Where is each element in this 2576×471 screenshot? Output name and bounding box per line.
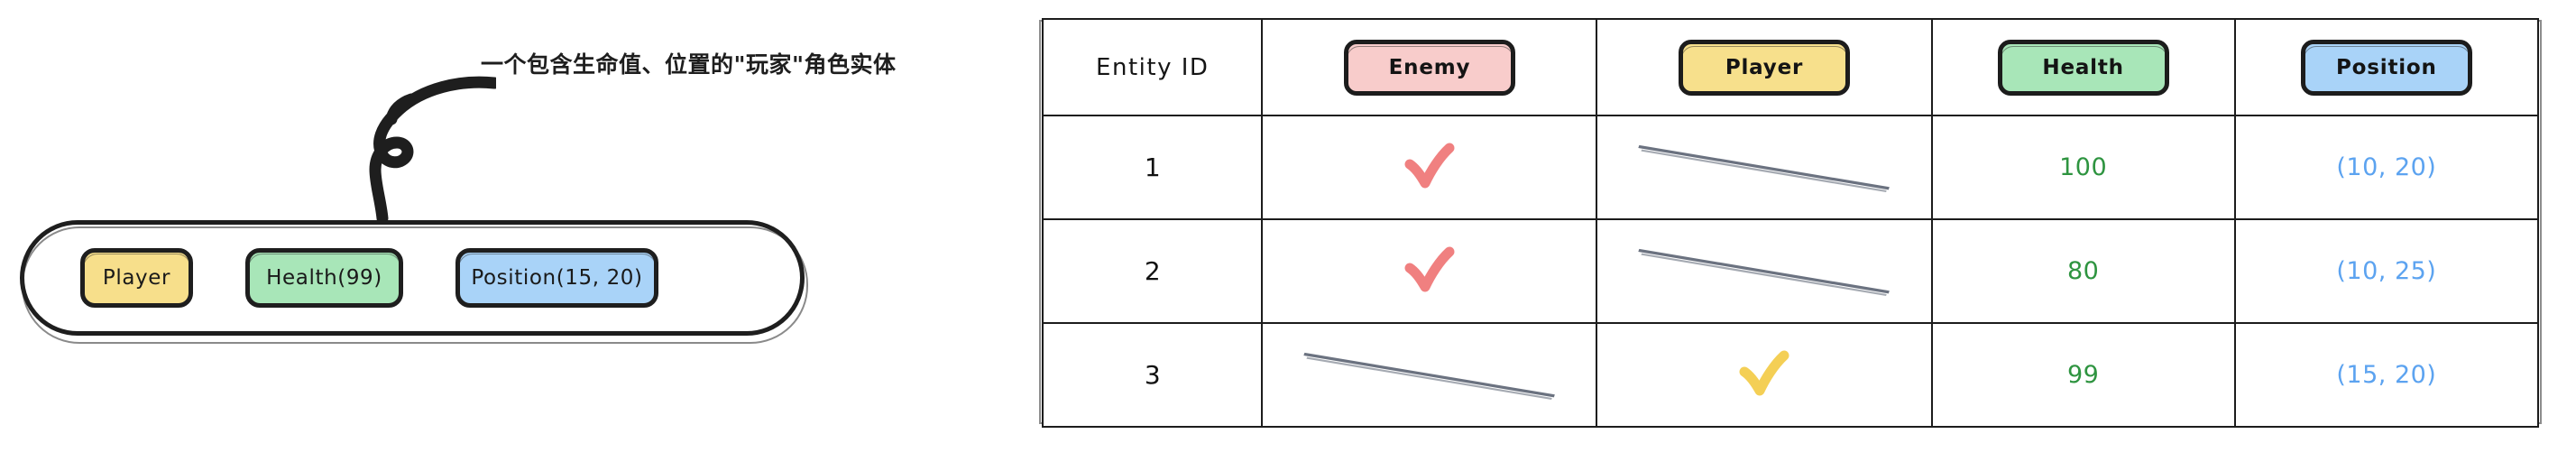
entity-component-table: Entity ID Enemy Player Health bbox=[1041, 18, 2540, 428]
diagonal-dash-icon bbox=[1638, 248, 1891, 296]
table-row: 2 80 (10, 25) bbox=[1041, 218, 2540, 324]
annotation-label: 一个包含生命值、位置的"玩家"角色实体 bbox=[481, 51, 897, 78]
curved-arrow-icon bbox=[369, 76, 496, 225]
diagonal-dash-icon bbox=[1303, 352, 1556, 400]
column-header-player-pill[interactable]: Player bbox=[1678, 39, 1850, 96]
column-header-entity-id-label: Entity ID bbox=[1096, 53, 1210, 81]
cell-entity-id-value: 1 bbox=[1144, 152, 1161, 182]
cell-position: (10, 20) bbox=[2233, 115, 2540, 220]
column-header-health: Health bbox=[1930, 18, 2236, 116]
column-header-position-label: Position bbox=[2336, 55, 2437, 79]
table-row: 3 99 (15, 20) bbox=[1041, 322, 2540, 428]
column-header-entity-id: Entity ID bbox=[1041, 18, 1264, 116]
column-header-enemy-label: Enemy bbox=[1388, 55, 1471, 79]
column-header-health-pill[interactable]: Health bbox=[1997, 39, 2169, 96]
cell-health: 99 bbox=[1930, 322, 2236, 428]
cell-health: 100 bbox=[1930, 115, 2236, 220]
entity-component-table-panel: Entity ID Enemy Player Health bbox=[1039, 18, 2542, 428]
cell-entity-id-value: 2 bbox=[1144, 256, 1161, 286]
cell-player-flag[interactable] bbox=[1596, 115, 1933, 220]
column-header-player: Player bbox=[1596, 18, 1933, 116]
cell-position: (10, 25) bbox=[2233, 218, 2540, 324]
cell-entity-id-value: 3 bbox=[1144, 360, 1161, 390]
entity-diagram-panel: 一个包含生命值、位置的"玩家"角色实体 Player Health(99) Po… bbox=[0, 0, 992, 471]
component-pill-player-label: Player bbox=[102, 266, 171, 290]
table-row: 1 100 (10, 20) bbox=[1041, 115, 2540, 220]
table-body: 1 100 (10, 20) 2 80 (10, 25) 3 99 (15, 20) bbox=[1041, 115, 2540, 428]
column-header-enemy-pill[interactable]: Enemy bbox=[1343, 39, 1515, 96]
cell-enemy-flag[interactable] bbox=[1261, 115, 1598, 220]
player-entity-container: Player Health(99) Position(15, 20) bbox=[20, 220, 808, 344]
column-header-position: Position bbox=[2233, 18, 2540, 116]
cell-health: 80 bbox=[1930, 218, 2236, 324]
component-pill-position[interactable]: Position(15, 20) bbox=[455, 248, 658, 308]
column-header-player-label: Player bbox=[1725, 55, 1804, 79]
cell-player-flag[interactable] bbox=[1596, 322, 1933, 428]
cell-health-value: 99 bbox=[2066, 361, 2100, 389]
table-header-row: Entity ID Enemy Player Health bbox=[1041, 18, 2540, 116]
cell-player-flag[interactable] bbox=[1596, 218, 1933, 324]
component-pill-health-label: Health(99) bbox=[266, 266, 382, 290]
cell-position-value: (10, 25) bbox=[2336, 257, 2437, 285]
cell-position: (15, 20) bbox=[2233, 322, 2540, 428]
cell-entity-id: 2 bbox=[1041, 218, 1264, 324]
component-pill-position-label: Position(15, 20) bbox=[471, 266, 643, 290]
column-header-enemy: Enemy bbox=[1261, 18, 1598, 116]
cell-enemy-flag[interactable] bbox=[1261, 218, 1598, 324]
check-icon bbox=[1404, 246, 1455, 291]
cell-enemy-flag[interactable] bbox=[1261, 322, 1598, 428]
cell-entity-id: 1 bbox=[1041, 115, 1264, 220]
column-header-position-pill[interactable]: Position bbox=[2300, 39, 2472, 96]
component-pill-health[interactable]: Health(99) bbox=[245, 248, 403, 308]
diagonal-dash-icon bbox=[1638, 144, 1891, 192]
column-header-health-label: Health bbox=[2042, 55, 2124, 79]
cell-position-value: (10, 20) bbox=[2336, 153, 2437, 181]
cell-position-value: (15, 20) bbox=[2336, 361, 2437, 389]
cell-health-value: 100 bbox=[2059, 153, 2108, 181]
component-pill-player[interactable]: Player bbox=[80, 248, 193, 308]
check-icon bbox=[1404, 143, 1455, 188]
check-icon bbox=[1739, 350, 1789, 395]
cell-health-value: 80 bbox=[2066, 257, 2100, 285]
cell-entity-id: 3 bbox=[1041, 322, 1264, 428]
